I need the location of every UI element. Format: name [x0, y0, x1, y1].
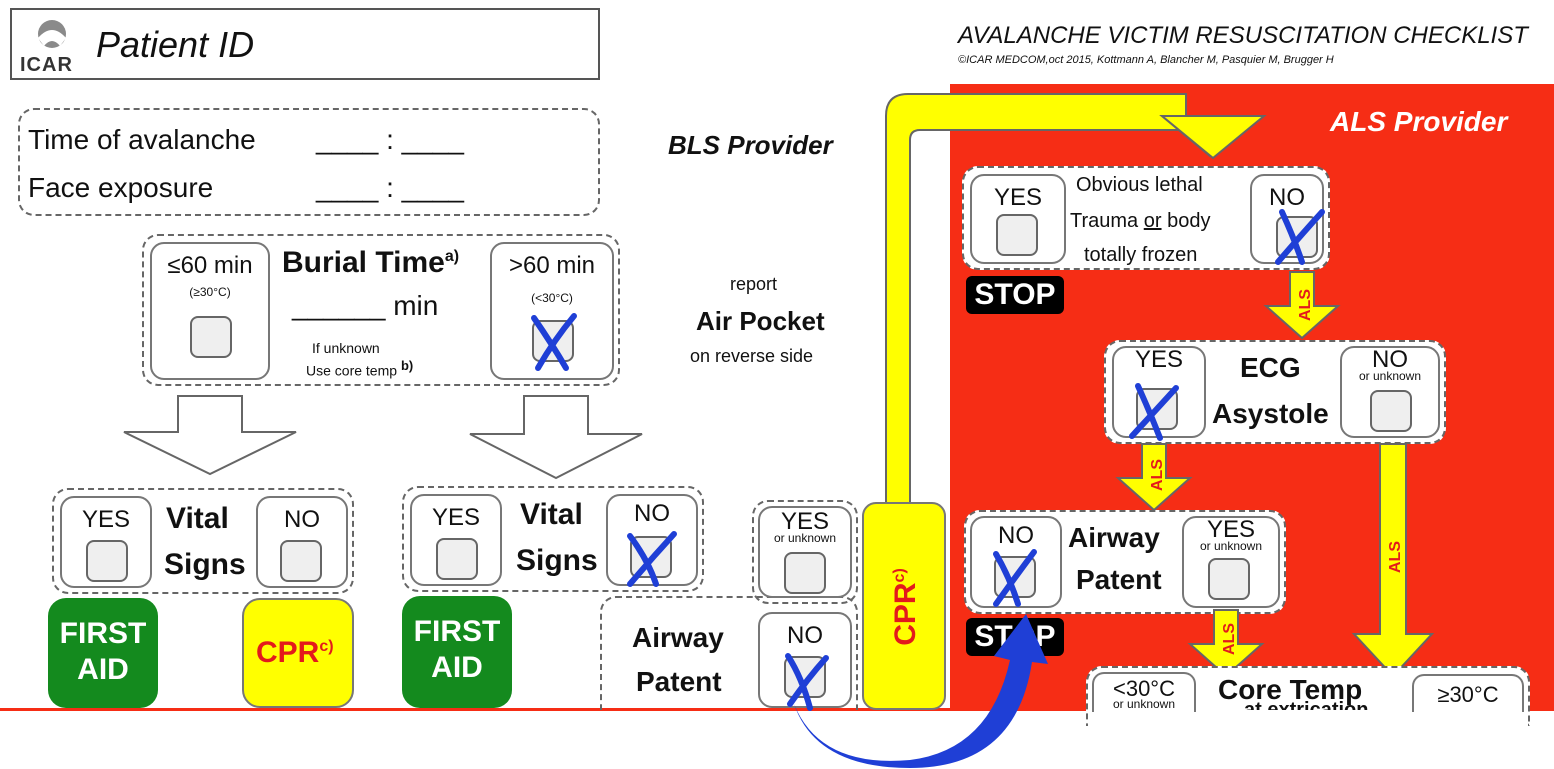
vital-right-title2: Signs [516, 544, 598, 577]
als-airway-yes-sub: or unknown [1199, 539, 1263, 553]
down-arrow-right-icon [469, 395, 643, 480]
credit-line: ©ICAR MEDCOM,oct 2015, Kottmann A, Blanc… [958, 54, 1334, 66]
als-airway-title2: Patent [1076, 564, 1162, 595]
als-arrow-3-label: ALS [1221, 623, 1238, 655]
air-pocket-label: Air Pocket [696, 306, 825, 336]
ecg-yes-label: YES [1134, 346, 1184, 373]
vital-right-no-label: NO [634, 500, 670, 527]
patient-id-label: Patient ID [96, 24, 255, 65]
ecg-no-sub: or unknown [1358, 369, 1422, 383]
vital-left-title1: Vital [166, 502, 229, 535]
bls-yes-outer [752, 500, 858, 604]
vital-left-no-label: NO [284, 506, 320, 533]
burial-short-label: ≤60 min [167, 252, 253, 279]
bls-no-x-icon [785, 653, 829, 711]
core-ge-label: ≥30°C [1437, 682, 1499, 707]
first-aid-left-button[interactable]: FIRST AID [48, 598, 158, 708]
stop-badge-1: STOP [966, 276, 1064, 314]
lethal-text3: totally frozen [1084, 244, 1198, 266]
times-box [18, 108, 600, 216]
vital-right-yes-label: YES [431, 504, 481, 531]
core-lt-label: <30°C [1112, 676, 1175, 701]
vital-right-title1: Vital [520, 498, 583, 531]
lethal-text2: Trauma or body [1070, 210, 1211, 232]
lethal-yes-label: YES [993, 184, 1043, 211]
ecg-no-label: NO [1372, 346, 1408, 373]
als-arrow-1-icon [1263, 271, 1341, 340]
vital-left-title2: Signs [164, 548, 246, 581]
report-label: report [730, 274, 778, 294]
lethal-no-label: NO [1269, 184, 1305, 211]
als-airway-yes-label: YES [1206, 516, 1256, 543]
burial-long-x-icon [531, 313, 577, 371]
als-arrow-3-icon [1187, 609, 1265, 678]
burial-time-title: Burial Timea) [282, 246, 460, 279]
bls-airway-title2: Patent [636, 666, 722, 697]
avalanche-time-label: Time of avalanche [28, 124, 256, 155]
burial-min-field[interactable]: ______ min [292, 290, 439, 321]
als-airway-no-label: NO [998, 522, 1034, 549]
ecg-title2: Asystole [1212, 398, 1329, 429]
core-lt-sub: or unknown [1112, 697, 1176, 711]
als-airway-title1: Airway [1068, 522, 1160, 553]
vital-left-box [52, 488, 354, 594]
als-arrow-long-icon [1351, 443, 1435, 678]
vital-right-box [402, 486, 704, 592]
als-airway-yes-checkbox[interactable] [1208, 558, 1250, 600]
core-ge-box [1412, 674, 1524, 712]
icar-logo-icon [38, 20, 66, 48]
core-lt-box [1092, 672, 1196, 712]
burial-unknown-line2: Use core temp b) [306, 358, 414, 379]
vital-left-no-checkbox[interactable] [280, 540, 322, 582]
vital-right-no-x-icon [627, 531, 677, 587]
lethal-text1: Obvious lethal [1076, 174, 1203, 196]
burial-long-label: >60 min [508, 252, 596, 279]
reverse-side-label: on reverse side [690, 346, 814, 366]
vital-right-yes-checkbox[interactable] [436, 538, 478, 580]
bls-yes-label: YES [780, 508, 830, 535]
als-airway-no-x-icon [993, 549, 1037, 607]
ecg-no-checkbox[interactable] [1370, 390, 1412, 432]
bls-yes-checkbox[interactable] [784, 552, 826, 594]
als-arrow-2-label: ALS [1149, 459, 1166, 491]
patient-id-box[interactable]: ICAR Patient ID [10, 8, 600, 80]
face-exposure-label: Face exposure [28, 172, 214, 203]
burial-long-sub: (<30°C) [531, 291, 573, 305]
vital-left-yes-checkbox[interactable] [86, 540, 128, 582]
als-arrow-long-label: ALS [1387, 541, 1404, 573]
checklist-title: AVALANCHE VICTIM RESUSCITATION CHECKLIST [958, 22, 1528, 49]
cpr-route-arrowhead-icon [1159, 115, 1267, 160]
als-provider-label: ALS Provider [1330, 106, 1508, 137]
ecg-yes-x-icon [1129, 383, 1179, 441]
blue-curved-arrow-icon [794, 614, 1048, 768]
cpr-left-label: CPRc) [256, 636, 334, 669]
burial-short-checkbox[interactable] [190, 316, 232, 358]
bls-no-label: NO [787, 622, 823, 649]
lethal-yes-checkbox[interactable] [996, 214, 1038, 256]
als-arrow-1-label: ALS [1297, 289, 1314, 321]
bls-yes-sub: or unknown [773, 531, 837, 545]
icar-logo-text: ICAR [20, 54, 73, 76]
vital-left-yes-label: YES [81, 506, 131, 533]
burial-time-box [142, 234, 620, 386]
bls-provider-label: BLS Provider [668, 130, 833, 160]
core-temp-sub: at extrication [1244, 700, 1384, 710]
bottom-rule [0, 708, 1554, 711]
ecg-title1: ECG [1240, 352, 1301, 383]
avalanche-time-field[interactable]: ____ : ____ [316, 124, 464, 155]
cpr-left-button[interactable]: CPRc) [242, 598, 354, 708]
face-exposure-field[interactable]: ____ : ____ [316, 172, 464, 203]
bls-airway-title1: Airway [632, 622, 724, 653]
als-arrow-2-icon [1115, 443, 1193, 512]
bls-airway-box [600, 596, 858, 710]
down-arrow-left-icon [123, 395, 297, 476]
burial-short-sub: (≥30°C) [189, 285, 231, 299]
first-aid-right-button[interactable]: FIRST AID [402, 596, 512, 708]
cpr-bar[interactable]: CPRc) [862, 502, 946, 710]
lethal-no-x-icon [1275, 209, 1325, 265]
burial-unknown-line1: If unknown [312, 340, 380, 356]
core-temp-title: Core Temp [1218, 674, 1363, 705]
